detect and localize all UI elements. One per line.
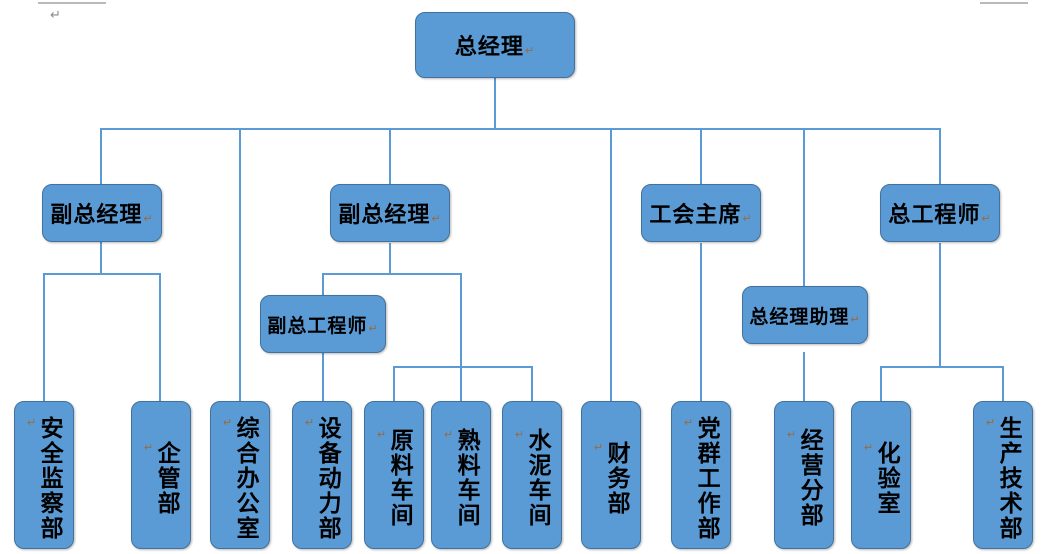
node-label: 企管部 — [144, 441, 179, 516]
node-label: 财务部 — [594, 441, 629, 516]
node-label: 副总经理 — [338, 197, 441, 229]
connector-bus-to-dgm1 — [100, 128, 102, 184]
node-equipment-power-dept[interactable]: 设备动力部 — [292, 401, 352, 549]
connector-assistant-to-business — [803, 352, 805, 402]
connector-to-clinker-workshop — [460, 366, 462, 402]
connector-dgm1-to-enterprise — [159, 273, 161, 402]
connector-dgm2-to-workshop-bus — [460, 273, 462, 367]
node-general-manager[interactable]: 总经理 — [415, 12, 575, 78]
node-clinker-workshop[interactable]: 熟料车间 — [431, 401, 491, 549]
node-label: 经营分部 — [787, 428, 822, 528]
node-label: 总经理 — [455, 29, 535, 61]
node-union-chairman[interactable]: 工会主席 — [641, 184, 761, 242]
node-general-manager-assistant[interactable]: 总经理助理 — [742, 286, 868, 344]
node-general-office[interactable]: 综合办公室 — [210, 401, 270, 549]
node-business-division[interactable]: 经营分部 — [774, 401, 834, 549]
connector-bus-to-dgm2 — [389, 128, 391, 184]
node-label: 工会主席 — [649, 197, 752, 229]
node-deputy-general-manager-1[interactable]: 副总经理 — [42, 184, 162, 242]
node-label: 综合办公室 — [223, 416, 258, 541]
node-raw-material-workshop[interactable]: 原料车间 — [364, 401, 424, 549]
node-label: 原料车间 — [377, 428, 412, 528]
connector-dgm2-bus — [322, 273, 461, 275]
node-laboratory[interactable]: 化验室 — [851, 401, 911, 549]
margin-mark-top-right — [980, 2, 1028, 4]
connector-dgm2-to-dce — [322, 273, 324, 295]
connector-chief-bus — [880, 366, 1003, 368]
node-party-work-dept[interactable]: 党群工作部 — [671, 401, 731, 549]
node-label: 安全监察部 — [27, 416, 62, 541]
connector-dce-to-equipment — [322, 352, 324, 402]
connector-chief-to-production-tech — [1002, 366, 1004, 402]
node-label: 熟料车间 — [444, 428, 479, 528]
margin-mark-top-left — [38, 2, 106, 4]
connector-bus-to-chief — [939, 128, 941, 184]
connector-bus-to-finance — [610, 128, 612, 402]
node-chief-engineer[interactable]: 总工程师 — [880, 184, 1000, 242]
node-deputy-chief-engineer[interactable]: 副总工程师 — [260, 295, 386, 353]
node-label: 水泥车间 — [515, 428, 550, 528]
node-label: 生产技术部 — [986, 416, 1021, 541]
connector-dgm1-to-safety — [43, 273, 45, 402]
connector-dgm1-bus — [43, 273, 161, 275]
node-enterprise-management-dept[interactable]: 企管部 — [131, 401, 191, 549]
connector-to-raw-workshop — [393, 366, 395, 402]
node-label: 副总工程师 — [267, 311, 378, 338]
node-label: 党群工作部 — [684, 416, 719, 541]
document-pilcrow: ↵ — [50, 7, 61, 22]
connector-main-bus — [100, 128, 941, 130]
node-finance-dept[interactable]: 财务部 — [581, 401, 641, 549]
connector-dgm1-stem — [100, 241, 102, 274]
connector-chief-stem — [939, 243, 941, 367]
connector-workshop-bus — [393, 366, 532, 368]
connector-dgm2-stem — [389, 243, 391, 274]
node-label: 总工程师 — [888, 197, 991, 229]
node-cement-workshop[interactable]: 水泥车间 — [502, 401, 562, 549]
node-label: 设备动力部 — [305, 416, 340, 541]
connector-bus-to-office — [239, 128, 241, 402]
connector-bus-to-union — [700, 128, 702, 184]
node-label: 副总经理 — [50, 197, 153, 229]
node-deputy-general-manager-2[interactable]: 副总经理 — [330, 184, 450, 242]
connector-union-to-party — [700, 243, 702, 402]
node-label: 总经理助理 — [749, 302, 860, 329]
node-safety-supervision-dept[interactable]: 安全监察部 — [14, 401, 74, 549]
node-production-technology-dept[interactable]: 生产技术部 — [973, 401, 1033, 549]
connector-root-stem — [494, 78, 496, 130]
connector-chief-to-lab — [880, 366, 882, 402]
connector-to-cement-workshop — [531, 366, 533, 402]
connector-bus-to-assistant — [803, 128, 805, 286]
node-label: 化验室 — [864, 441, 899, 516]
